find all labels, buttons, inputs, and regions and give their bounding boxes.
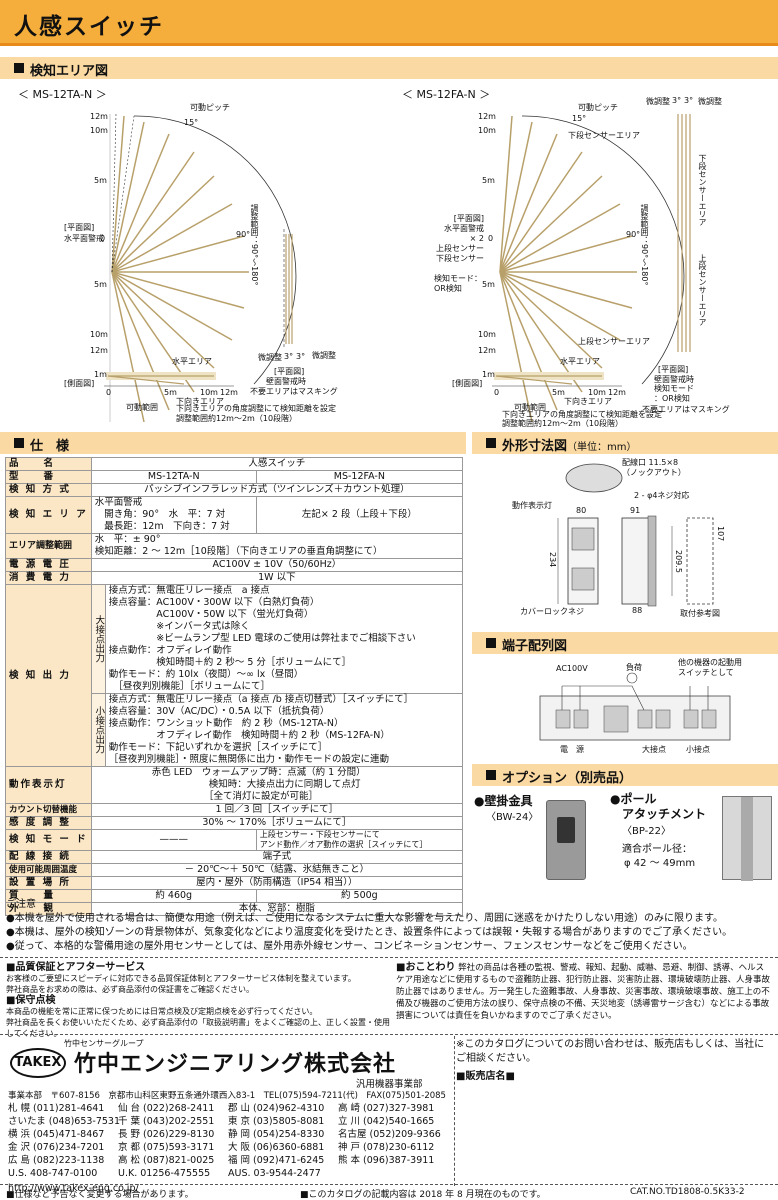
table-row: 広 島 (082)223-1138 高 松 (087)821-0025 福 岡 (0… — [8, 1154, 450, 1167]
table-row: 横 浜 (045)471-8467 長 野 (026)229-8130 静 岡 (0… — [8, 1128, 450, 1141]
diagram-ms12fa: ＜ MS-12FA-N ＞ 12m 10m 5m 0 5m 10m 12m [平… — [392, 84, 774, 428]
divider — [0, 1034, 778, 1035]
square-icon — [486, 438, 496, 448]
section-title: オプション（別売品） — [502, 771, 633, 786]
footer-left: ■仕様など予告なく変更する場合があります。 — [6, 1190, 194, 1200]
options-panel: ●壁掛金具 〈BW-24〉 ●ポール アタッチメント 〈BP-22〉 適合ポール… — [472, 790, 778, 888]
table-row: 品 名人感スイッチ — [5, 457, 464, 471]
service-notes: ■品質保証とアフターサービス お客様のご要望にスピーディに対応できる品質保証体制… — [6, 962, 390, 1038]
table-row: 配 線 接 続端子式 — [5, 850, 464, 864]
footer-mid: ■このカタログの記載内容は 2018 年 8 月現在のものです。 — [300, 1190, 546, 1200]
office-phone: 高 崎 (027)327-3981 — [338, 1103, 435, 1114]
office-phone: さいたま (048)653-7531 — [8, 1116, 121, 1127]
table-row: 検 知 エ リ ア水平面警戒 開き角：90° 水 平：7 対 最長距：12m 下… — [5, 496, 464, 534]
office-phone: 東 京 (03)5805-8081 — [228, 1116, 325, 1127]
office-phone: 京 都 (075)593-3171 — [118, 1142, 215, 1153]
office-phone: 福 岡 (092)471-6245 — [228, 1155, 325, 1166]
office-phone — [338, 1167, 448, 1180]
title-bar: 人感スイッチ — [0, 0, 778, 46]
office-phone: 千 葉 (043)202-2551 — [118, 1116, 215, 1127]
table-row: 外 観本体、窓部：樹脂 — [5, 902, 464, 916]
office-phone: 神 戸 (078)230-6112 — [338, 1142, 435, 1153]
page-title: 人感スイッチ — [14, 14, 164, 40]
section-title: 仕 様 — [30, 439, 70, 454]
pole-attachment-image — [722, 796, 772, 881]
wall-bracket-name: ●壁掛金具 — [474, 794, 533, 808]
office-phone: 広 島 (082)223-1138 — [8, 1155, 105, 1166]
section-title: 検知エリア図 — [30, 64, 109, 79]
section-options: オプション（別売品） — [472, 764, 778, 786]
office-phone: 大 阪 (06)6360-6881 — [228, 1142, 325, 1153]
disclaimer: ■おことわり 弊社の商品は各種の監視、警戒、報知、起動、威嚇、忌避、制御、誘導、… — [396, 962, 771, 1021]
table-row: 金 沢 (076)234-7201 京 都 (075)593-3171 大 阪 (0… — [8, 1141, 450, 1154]
section-title: 外形寸法図（単位：mm） — [502, 439, 637, 454]
section-detection-area: 検知エリア図 — [0, 57, 778, 79]
table-row: 設 置 場 所屋内・屋外（防雨構造（IP54 相当）） — [5, 876, 464, 890]
caution-notes: ご注意 ●本機を屋外で使用される場合は、簡便な用途（例えば、ご使用になるシステム… — [6, 899, 733, 952]
model-label: ＜ MS-12FA-N ＞ — [402, 88, 491, 101]
plan-label: [平面図] 水平面警戒 — [64, 223, 104, 243]
table-row: 検 知 出 力大接点出力接点方式：無電圧リレー接点 a 接点 接点容量：AC10… — [5, 584, 464, 767]
office-phone: 名古屋 (052)209-9366 — [338, 1129, 441, 1140]
office-phone: 札 幌 (011)281-4641 — [8, 1103, 105, 1114]
table-row: 札 幌 (011)281-4641 仙 台 (022)268-2411 郡 山 (0… — [8, 1102, 450, 1115]
section-dimensions: 外形寸法図（単位：mm） — [472, 432, 778, 454]
table-row: 使用可能周囲温度－ 20℃〜＋ 50℃（結露、氷結無きこと） — [5, 863, 464, 877]
model-label: ＜ MS-12TA-N ＞ — [18, 88, 107, 101]
office-phone: U.S. 408-747-0100 — [8, 1168, 98, 1179]
table-row: U.S. 408-747-0100 U.K. 01256-475555 AUS. 0… — [8, 1167, 450, 1180]
office-phone: U.K. 01256-475555 — [118, 1168, 211, 1179]
dimension-drawing: 配線口 11.5×8 （ノックアウト） 動作表示灯 2 - φ4ネジ対応 80 … — [472, 456, 778, 624]
office-phone: 熊 本 (096)387-3911 — [338, 1155, 435, 1166]
square-icon — [486, 770, 496, 780]
company-block: 竹中センサーグループ TAKEX 竹中エンジニアリング株式会社 汎用機器事業部 … — [4, 1038, 450, 1194]
company-name: 竹中エンジニアリング株式会社 — [74, 1052, 397, 1077]
section-specs: 仕 様 — [0, 432, 466, 454]
inquiry: ※このカタログについてのお問い合わせは、販売店もしくは、当社にご相談ください。 … — [456, 1039, 765, 1082]
plan-label: [平面図] 水平面警戒 × 2 上段センサー 下段センサー — [436, 214, 484, 263]
office-phone: 高 松 (087)821-0025 — [118, 1155, 215, 1166]
area-svg — [104, 113, 297, 422]
office-phone: AUS. 03-9544-2477 — [228, 1168, 321, 1179]
office-phone: 立 川 (042)540-1665 — [338, 1116, 435, 1127]
table-row: 検 知 方 式パッシブインフラレッド方式（ツインレンズ＋カウント処理） — [5, 483, 464, 497]
square-icon — [14, 63, 24, 73]
table-row: 動作表示灯赤色 LED ウォームアップ時：点滅（約 1 分間） 検知時：大接点出… — [5, 766, 464, 804]
diagram-ms12ta: ＜ MS-12TA-N ＞ 12m 10m 5m 0 5m — [4, 84, 384, 423]
office-phone: 郡 山 (024)962-4310 — [228, 1103, 325, 1114]
company-url[interactable]: http://www.takex-eng.co.jp/ — [8, 1183, 139, 1194]
section-terminals: 端子配列図 — [472, 632, 778, 654]
takex-logo: TAKEX — [10, 1048, 66, 1078]
office-phone: 長 野 (026)229-8130 — [118, 1129, 215, 1140]
divider — [454, 1036, 455, 1186]
wall-bracket-image — [546, 800, 586, 880]
square-icon — [14, 438, 24, 448]
terminal-svg — [539, 672, 731, 741]
table-row: エリア調整範囲水 平：± 90° 検知距離：2 〜 12m［10段階］（下向きエ… — [5, 533, 464, 559]
office-phone: 仙 台 (022)268-2411 — [118, 1103, 215, 1114]
office-phone: 横 浜 (045)471-8467 — [8, 1129, 105, 1140]
section-title: 端子配列図 — [502, 639, 568, 654]
dimension-svg — [557, 463, 714, 607]
office-list: 札 幌 (011)281-4641 仙 台 (022)268-2411 郡 山 (0… — [8, 1102, 450, 1180]
catalog-number: CAT.NO.TD1808-0.5K33-2 — [630, 1187, 745, 1197]
divider — [0, 957, 778, 958]
office-phone: 金 沢 (076)234-7201 — [8, 1142, 105, 1153]
square-icon — [486, 638, 496, 648]
area-svg — [492, 114, 691, 422]
office-phone: 静 岡 (054)254-8330 — [228, 1129, 325, 1140]
table-row: 検 知 モ ー ド———上段センサー・下段センサーにて アンド動作／オア動作の選… — [5, 829, 464, 851]
table-row: 小接点出力接点方式：無電圧リレー接点（a 接点 /b 接点切替式）［スイッチにて… — [6, 693, 464, 767]
divider — [0, 1184, 778, 1185]
terminal-drawing: AC100V 負荷 他の機器の起動用 スイッチとして 電 源 大接点 小接点 — [472, 656, 778, 756]
pole-attachment-name: ●ポール アタッチメント — [610, 792, 707, 821]
